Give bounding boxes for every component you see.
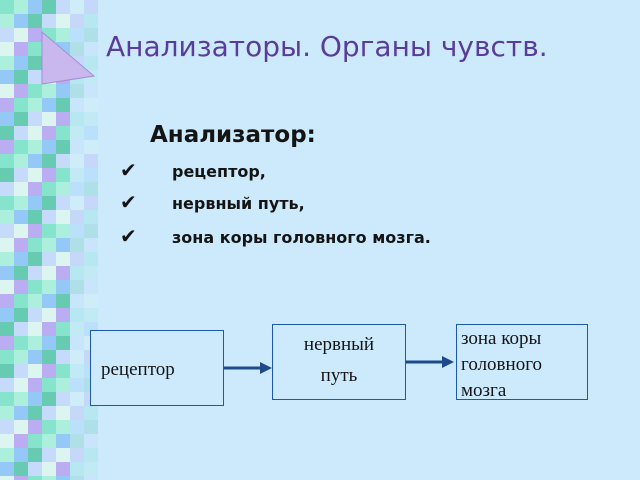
bullet-text: нервный путь, (172, 194, 305, 213)
nerve-path-line2: путь (320, 365, 358, 386)
bullet-item: ✔ нервный путь, (120, 190, 305, 214)
bullet-item: ✔ зона коры головного мозга. (120, 224, 431, 248)
nerve-path-line1: нервный (303, 334, 375, 355)
nerve-path-box: нервный путь (272, 324, 406, 400)
slide-title: Анализаторы. Органы чувств. (106, 30, 548, 63)
arrow-right-icon (224, 362, 272, 374)
checkmark-icon: ✔ (120, 224, 137, 248)
bullet-text: зона коры головного мозга. (172, 228, 431, 247)
checkmark-icon: ✔ (120, 158, 137, 182)
receptor-box: рецептор (90, 330, 224, 406)
cortex-line1: зона коры (461, 328, 542, 349)
cortex-line2: головного (461, 354, 543, 375)
checkmark-icon: ✔ (120, 190, 137, 214)
cortex-zone-box: зона коры головного мозга (456, 324, 588, 401)
receptor-label: рецептор (101, 359, 175, 380)
arrow-right-icon (406, 356, 454, 368)
analyzer-heading: Анализатор: (150, 122, 316, 148)
cortex-line3: мозга (461, 380, 507, 401)
bullet-item: ✔ рецептор, (120, 158, 266, 182)
bullet-text: рецептор, (172, 162, 266, 181)
corner-triangle-icon (41, 30, 96, 85)
